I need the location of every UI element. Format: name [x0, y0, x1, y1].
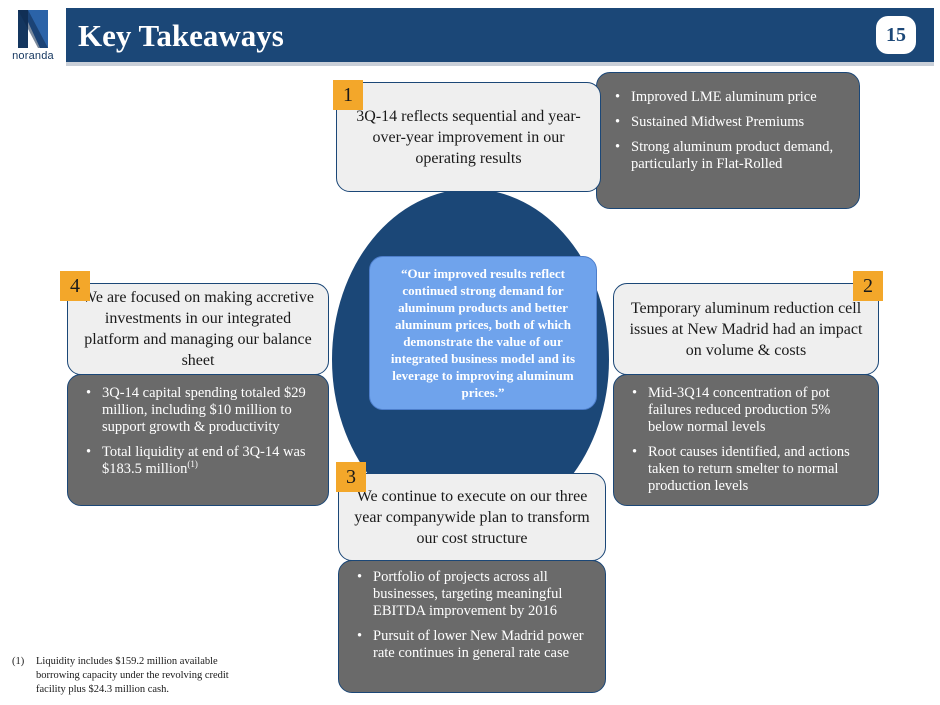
number-badge-4: 4 — [60, 271, 90, 301]
title-bar: Key Takeaways 15 — [66, 8, 934, 66]
statement-text: We are focused on making accretive inves… — [82, 289, 314, 369]
takeaway-3-statement: We continue to execute on our three year… — [338, 473, 606, 561]
quote-text: “Our improved results reflect continued … — [390, 266, 576, 400]
number-badge-2: 2 — [853, 271, 883, 301]
bullet-text: Total liquidity at end of 3Q-14 was $183… — [102, 444, 306, 477]
takeaway-1-statement: 3Q-14 reflects sequential and year-over-… — [336, 82, 601, 192]
page-number: 15 — [876, 16, 916, 54]
bullet-item: 3Q-14 capital spending totaled $29 milli… — [86, 385, 320, 436]
bullet-item: Portfolio of projects across all busines… — [357, 569, 595, 620]
bullet-item: Mid-3Q14 concentration of pot failures r… — [632, 385, 868, 436]
statement-text: We continue to execute on our three year… — [354, 487, 590, 547]
footnote-text: Liquidity includes $159.2 million availa… — [36, 656, 229, 695]
statement-text: Temporary aluminum reduction cell issues… — [629, 299, 863, 359]
footnote-marker: (1) — [187, 459, 198, 470]
logo-mark-icon — [18, 10, 48, 48]
logo-wordmark: noranda — [12, 50, 54, 62]
takeaway-2-bullets: Mid-3Q14 concentration of pot failures r… — [613, 374, 879, 506]
takeaway-2-statement: Temporary aluminum reduction cell issues… — [613, 283, 879, 375]
takeaway-4-statement: We are focused on making accretive inves… — [67, 283, 329, 375]
bullet-item: Pursuit of lower New Madrid power rate c… — [357, 628, 595, 662]
takeaway-4-bullets: 3Q-14 capital spending totaled $29 milli… — [67, 374, 329, 506]
bullet-item: Sustained Midwest Premiums — [615, 114, 849, 131]
takeaway-3-bullets: Portfolio of projects across all busines… — [338, 560, 606, 693]
footnote-number: (1) — [12, 656, 25, 667]
takeaway-1-bullets: Improved LME aluminum price Sustained Mi… — [596, 72, 860, 209]
bullet-item: Root causes identified, and actions take… — [632, 444, 868, 495]
quote-box: “Our improved results reflect continued … — [369, 256, 597, 410]
number-badge-3: 3 — [336, 462, 366, 492]
noranda-logo — [4, 6, 62, 62]
statement-text: 3Q-14 reflects sequential and year-over-… — [356, 107, 581, 167]
bullet-item: Strong aluminum product demand, particul… — [615, 139, 849, 173]
number-badge-1: 1 — [333, 80, 363, 110]
bullet-item: Total liquidity at end of 3Q-14 was $183… — [86, 444, 320, 478]
page-title: Key Takeaways — [78, 18, 284, 53]
bullet-item: Improved LME aluminum price — [615, 89, 849, 106]
